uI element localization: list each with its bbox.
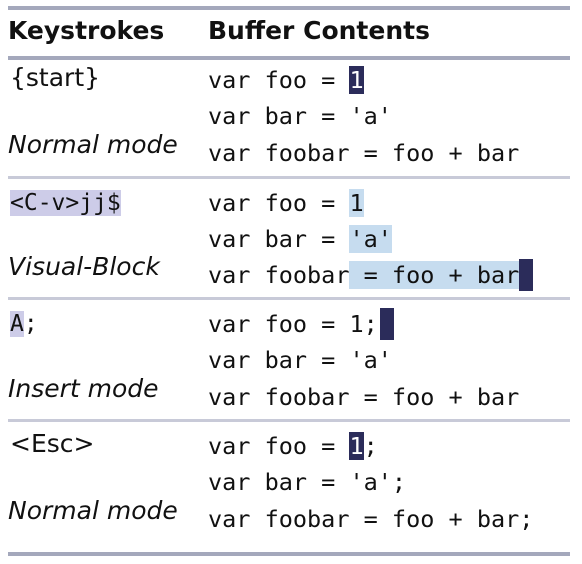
mode-label: Insert mode — [8, 374, 159, 403]
bottom-rule — [8, 552, 570, 556]
visual-selection: 'a' — [349, 225, 392, 253]
code-text: var bar = — [208, 225, 350, 253]
header-keystrokes: Keystrokes — [8, 16, 165, 45]
keystroke-cell: <Esc> — [10, 429, 95, 458]
keystroke-text: ; — [23, 311, 38, 337]
mode-label: Normal mode — [8, 496, 178, 525]
buffer-line: var bar = 'a'; — [208, 468, 407, 496]
cursor: 1 — [349, 66, 364, 94]
buffer-line: var bar = 'a' — [208, 223, 392, 255]
row-separator — [8, 176, 570, 179]
keystroke-cell: <C-v>jj$ — [10, 187, 121, 219]
code-text: var foo = — [208, 432, 350, 460]
cursor — [379, 308, 394, 340]
mode-label: Visual-Block — [8, 252, 160, 281]
row-separator — [8, 419, 570, 422]
code-text: var foobar — [208, 261, 350, 289]
code-text: var foo = — [208, 66, 350, 94]
keystroke-cell: {start} — [10, 63, 101, 92]
top-rule — [8, 6, 570, 10]
buffer-line: var foobar = foo + bar — [208, 383, 520, 411]
buffer-line: var foo = 1 — [208, 187, 364, 219]
cursor — [519, 259, 534, 291]
cursor: 1 — [349, 432, 364, 460]
keystroke-cell: A; — [10, 308, 38, 340]
buffer-line: var bar = 'a' — [208, 102, 392, 130]
header-rule — [8, 56, 570, 60]
buffer-line: var foo = 1; — [208, 308, 394, 340]
code-text: ; — [363, 432, 378, 460]
buffer-line: var foo = 1 — [208, 64, 364, 96]
buffer-line: var bar = 'a' — [208, 346, 392, 374]
keystroke-highlight: <C-v>jj$ — [10, 190, 121, 216]
mode-label: Normal mode — [8, 130, 178, 159]
visual-selection: 1 — [349, 189, 364, 217]
code-text: var foo = — [208, 189, 350, 217]
code-text: var foo = 1; — [208, 310, 378, 338]
keystroke-highlight: A — [10, 311, 24, 337]
header-buffer-contents: Buffer Contents — [208, 16, 430, 45]
buffer-line: var foobar = foo + bar — [208, 259, 534, 291]
visual-selection: = foo + bar — [349, 261, 520, 289]
buffer-line: var foobar = foo + bar — [208, 139, 520, 167]
buffer-line: var foobar = foo + bar; — [208, 505, 534, 533]
buffer-line: var foo = 1; — [208, 430, 378, 462]
row-separator — [8, 297, 570, 300]
